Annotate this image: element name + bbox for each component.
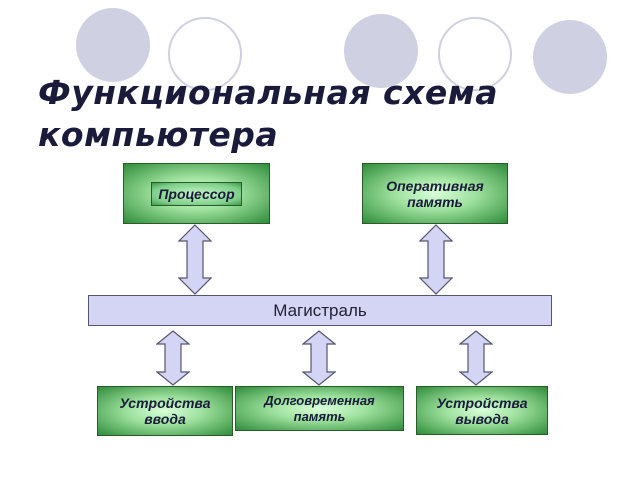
decor-circle-3 bbox=[344, 14, 418, 88]
output-devices-block: Устройства вывода bbox=[416, 386, 548, 435]
input-devices-label-line-2: ввода bbox=[144, 411, 186, 427]
arrow-ram-bus bbox=[419, 224, 453, 295]
ram-block: Оперативная память bbox=[362, 163, 508, 224]
input-devices-label-line-1: Устройства bbox=[119, 395, 211, 411]
arrow-bus-input bbox=[156, 330, 190, 386]
processor-block: Процессор bbox=[123, 163, 270, 224]
decor-circle-4 bbox=[438, 17, 512, 91]
ram-label-line-2: память bbox=[407, 193, 463, 210]
decor-circle-1 bbox=[76, 8, 150, 82]
ram-label: Оперативная память bbox=[386, 178, 484, 210]
processor-label-panel: Процессор bbox=[151, 181, 242, 206]
slide-title: Функциональная схема компьютера bbox=[38, 72, 618, 156]
input-devices-label: Устройства ввода bbox=[120, 395, 211, 427]
input-devices-block: Устройства ввода bbox=[97, 386, 233, 436]
output-devices-label-line-2: вывода bbox=[455, 410, 509, 427]
processor-label: Процессор bbox=[158, 185, 235, 202]
bus-bar: Магистраль bbox=[88, 295, 552, 326]
storage-label-line-2: память bbox=[293, 408, 346, 424]
slide-title-line-1: Функциональная схема bbox=[38, 73, 499, 112]
arrow-processor-bus bbox=[178, 224, 212, 295]
arrow-bus-output bbox=[459, 330, 493, 386]
storage-block: Долговременная память bbox=[235, 386, 404, 431]
output-devices-label-line-1: Устройства bbox=[436, 394, 528, 411]
slide-title-line-2: компьютера bbox=[38, 115, 279, 154]
bus-label: Магистраль bbox=[273, 300, 367, 320]
arrow-bus-storage bbox=[302, 330, 336, 386]
storage-label-line-1: Долговременная bbox=[264, 392, 375, 408]
ram-label-line-1: Оперативная bbox=[386, 177, 484, 194]
output-devices-label: Устройства вывода bbox=[437, 395, 528, 427]
decor-circle-2 bbox=[168, 17, 242, 91]
storage-label: Долговременная память bbox=[264, 393, 374, 425]
decor-circle-5 bbox=[533, 20, 607, 94]
